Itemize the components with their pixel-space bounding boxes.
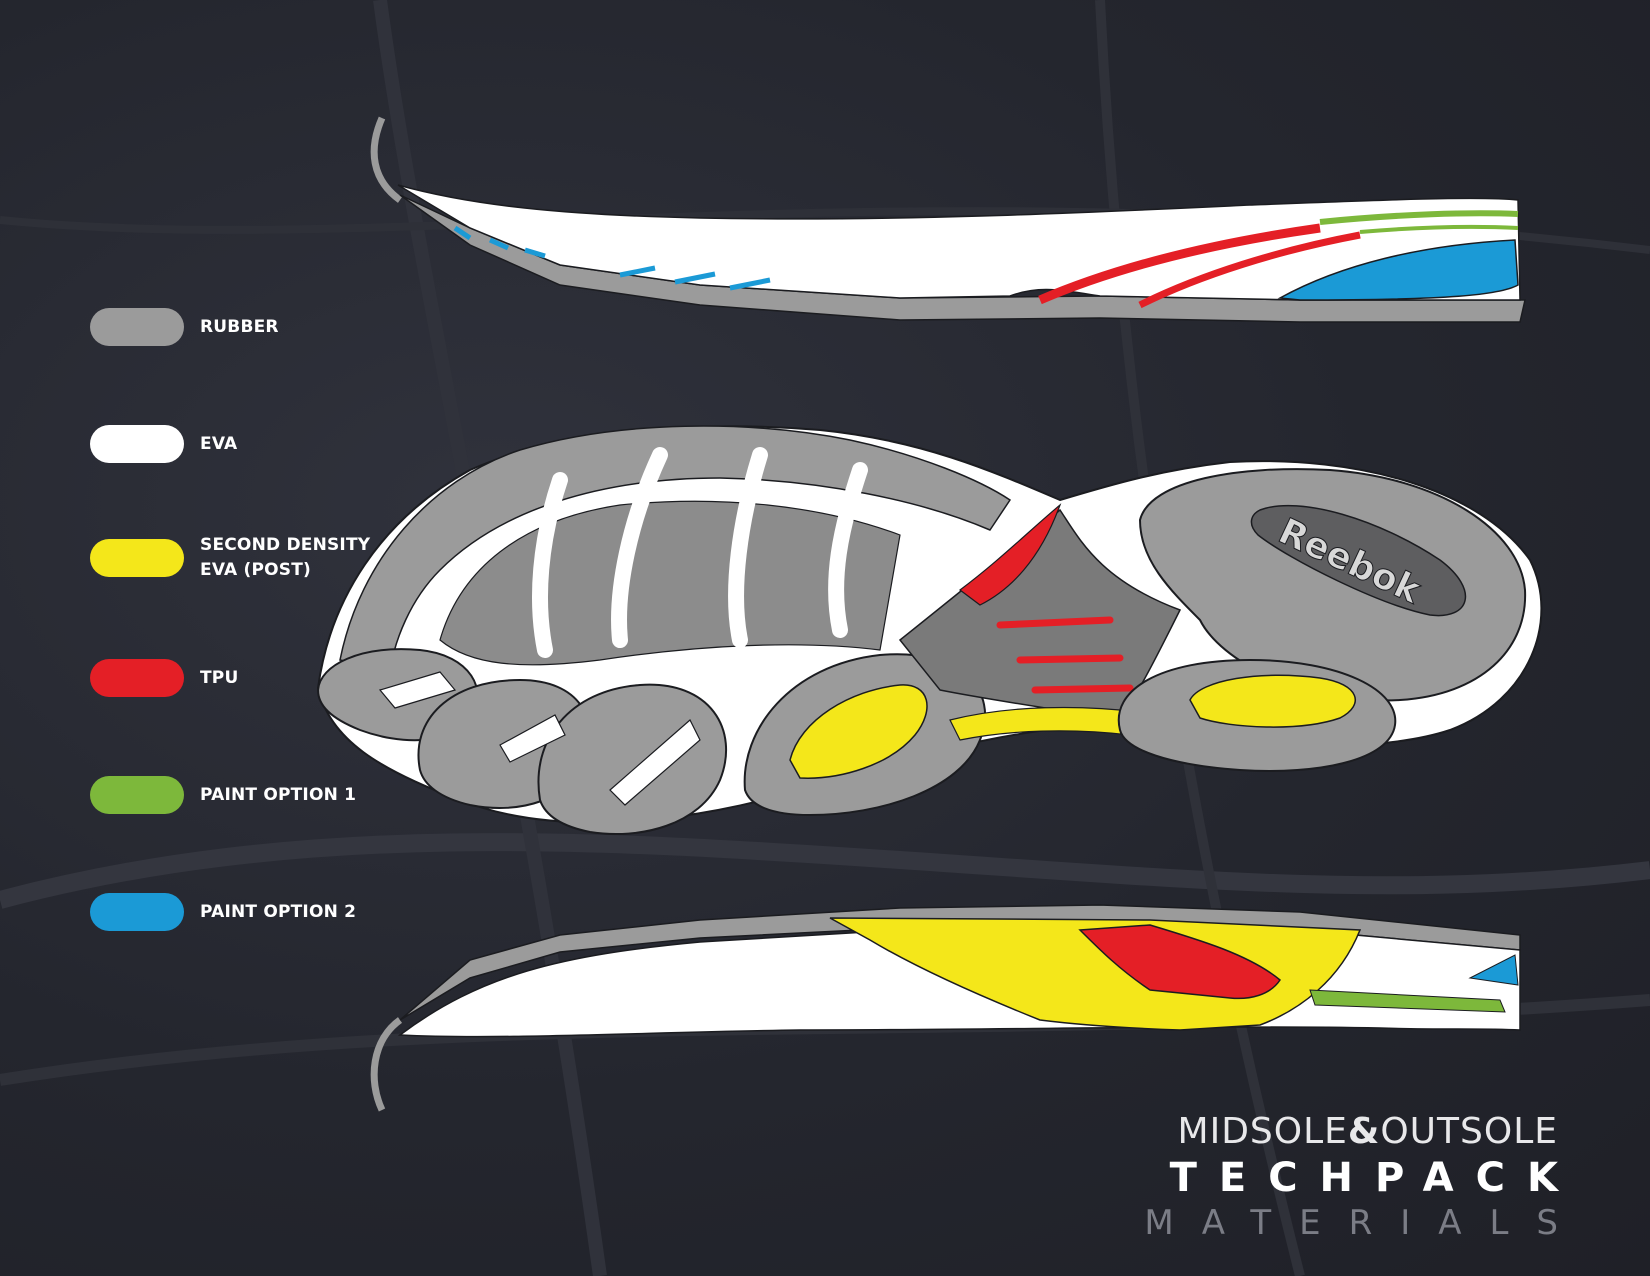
materials-legend: RUBBER EVA SECOND DENSITY EVA (POST) TPU…	[90, 0, 390, 1276]
midfoot-tpu-wing	[959, 503, 1062, 606]
legend-swatch-eva	[90, 425, 184, 463]
lug-windows	[378, 671, 701, 806]
legend-item-rubber: RUBBER	[90, 308, 279, 346]
bottom-paint-2	[1468, 954, 1519, 986]
legend-item-second-density-eva: SECOND DENSITY EVA (POST)	[90, 533, 370, 583]
legend-label-eva: EVA	[200, 433, 238, 454]
legend-swatch-rubber	[90, 308, 184, 346]
legend-item-tpu: TPU	[90, 659, 238, 697]
bottom-paint-1	[1309, 989, 1506, 1013]
legend-item-eva: EVA	[90, 425, 237, 463]
logo-plate	[1250, 504, 1467, 617]
legend-item-paint-option-2: PAINT OPTION 2	[90, 893, 356, 931]
title-outsole: OUTSOLE	[1380, 1111, 1558, 1152]
top-tpu-1	[1038, 223, 1321, 305]
title-techpack: TECHPACK	[1169, 1155, 1580, 1201]
toe-spring-bottom	[370, 1017, 403, 1112]
legend-label-paint-option-2: PAINT OPTION 2	[200, 901, 357, 922]
top-forefoot-paint	[453, 225, 771, 291]
legend-label-paint-option-1: PAINT OPTION 1	[200, 784, 357, 805]
legend-label-second-density-eva: SECOND DENSITY EVA (POST)	[200, 535, 371, 580]
toe-spring	[370, 116, 403, 203]
title-ampersand: &	[1347, 1111, 1381, 1152]
midfoot-tpu-bars	[996, 616, 1134, 694]
legend-item-paint-option-1: PAINT OPTION 1	[90, 776, 356, 814]
top-paint-1b	[1359, 224, 1519, 234]
bottom-tpu	[1078, 924, 1281, 1000]
legend-swatch-tpu	[90, 659, 184, 697]
forefoot-post	[789, 684, 928, 779]
flex-grooves	[532, 447, 868, 658]
title-line-1: MIDSOLE&OUTSOLE	[1118, 1110, 1558, 1154]
top-paint-1a	[1319, 210, 1519, 225]
heel-rubber	[1138, 468, 1527, 702]
top-paint-2	[1277, 239, 1519, 301]
legend-label-tpu: TPU	[200, 667, 239, 688]
title-materials: MATERIALS	[1144, 1203, 1586, 1243]
legend-swatch-paint-option-2	[90, 893, 184, 931]
top-tpu-2	[1138, 231, 1361, 309]
legend-swatch-second-density-eva	[90, 539, 184, 577]
forefoot-rubber-rim	[339, 425, 1012, 671]
top-eva	[397, 184, 1521, 301]
title-block: MIDSOLE&OUTSOLE TECHPACK MATERIALS	[1118, 1110, 1558, 1244]
bottom-post	[829, 917, 1362, 1031]
bottom-rubber	[399, 904, 1521, 1021]
title-midsole: MIDSOLE	[1177, 1111, 1348, 1152]
heel-post	[1189, 674, 1357, 728]
legend-swatch-paint-option-1	[90, 776, 184, 814]
legend-label-rubber: RUBBER	[200, 316, 279, 337]
